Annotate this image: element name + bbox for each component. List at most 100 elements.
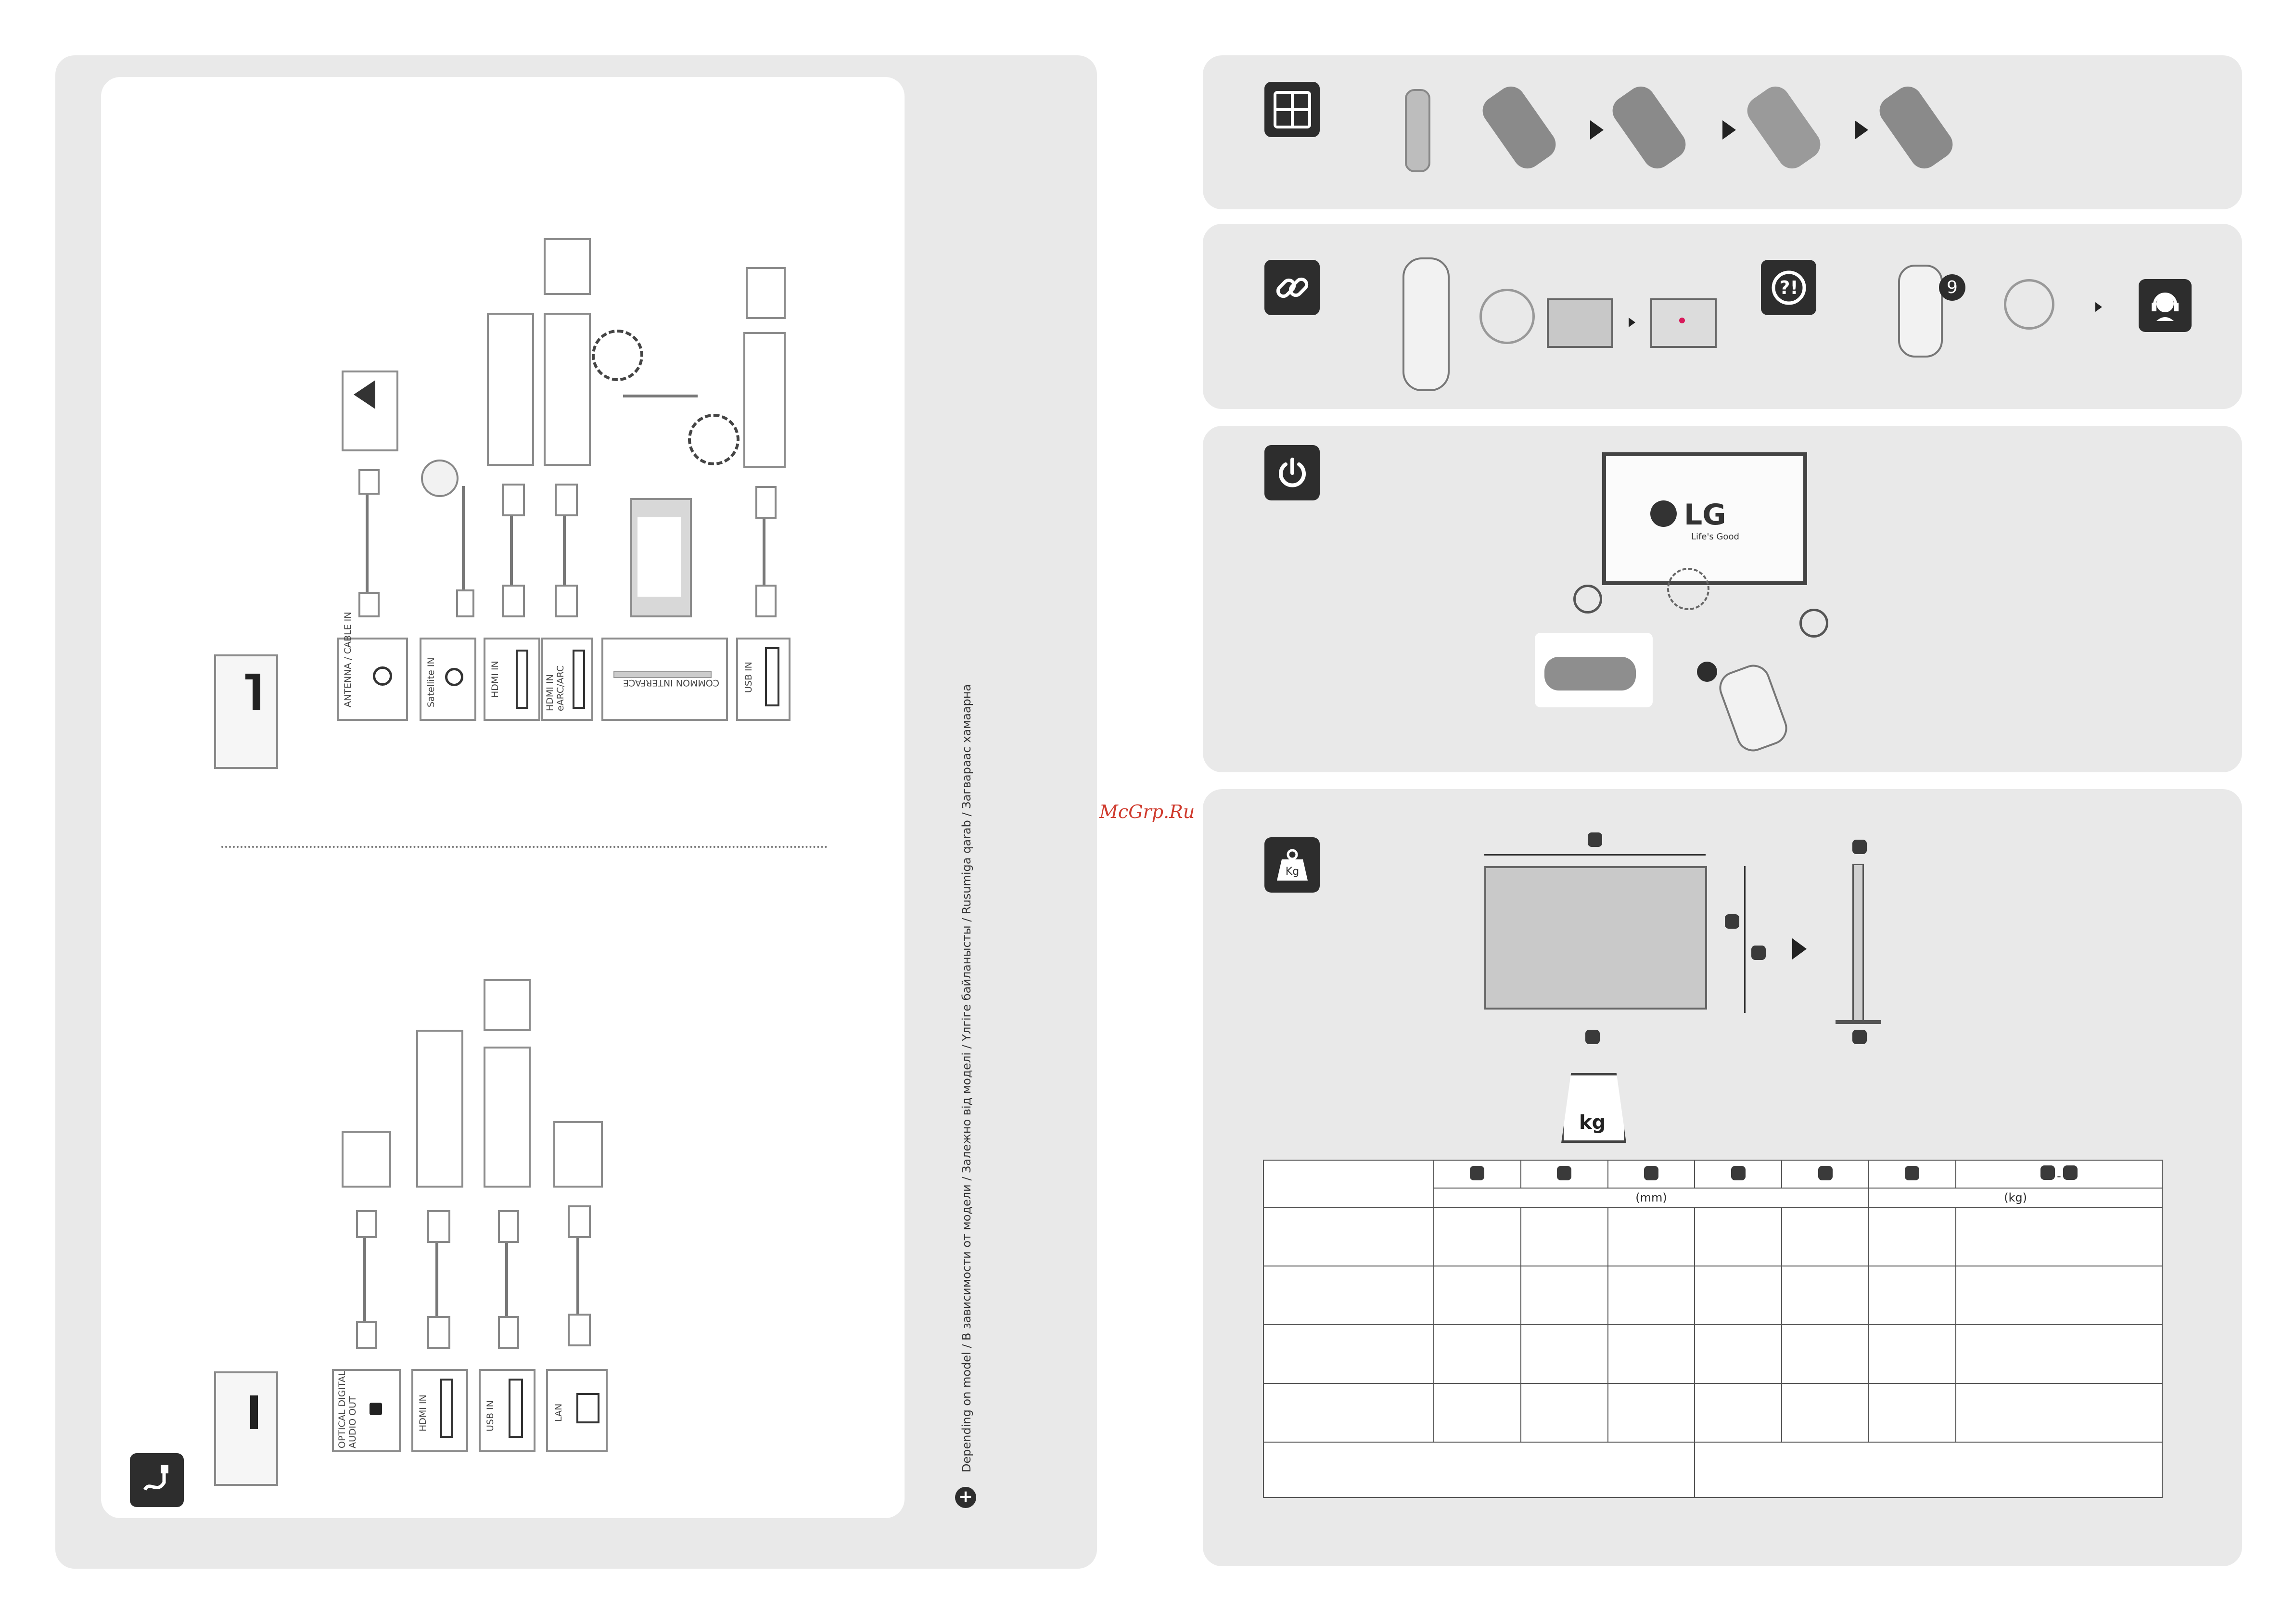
step-arrow-2: [1722, 120, 1736, 140]
weight-range-dash: -: [2057, 1169, 2061, 1183]
lan-plug-top: [568, 1205, 591, 1238]
unit-kg-cell: (kg): [1868, 1188, 2163, 1208]
dimensions-table: - (mm) (kg): [1262, 1160, 2163, 1498]
satellite-port-label: Satellite IN: [426, 657, 436, 707]
bluray-device-bottom: [416, 1030, 463, 1188]
lan-plug-bottom: [568, 1314, 591, 1346]
col-header-depth: [1607, 1160, 1696, 1189]
mute-right-icon: [1799, 609, 1828, 638]
plus-circle-icon: +: [955, 1487, 976, 1508]
table-row: [1263, 1324, 2163, 1384]
hdmi-cable-2: [563, 486, 566, 606]
optical-cable: [363, 1222, 366, 1338]
usb-plug-bottom: [755, 585, 777, 617]
router-device: [553, 1121, 603, 1188]
usb-plug-bottom-top: [498, 1210, 519, 1243]
width-dimension-line: [1484, 854, 1706, 856]
hdmi-earc-port-label: HDMI IN eARC/ARC: [545, 665, 566, 711]
lan-socket-icon: [576, 1393, 599, 1423]
hdmi-cable-1: [510, 486, 513, 606]
lan-cable: [576, 1222, 579, 1338]
optical-plug-bottom: [356, 1321, 377, 1349]
width-marker: [1588, 832, 1602, 847]
external-hdd-device-bottom: [484, 1047, 531, 1188]
stand-depth-marker: [1852, 1030, 1867, 1044]
soundbar-device-bottom: [342, 1131, 391, 1188]
lg-tagline: Life's Good: [1691, 532, 1739, 542]
tv-screen-off: [1547, 298, 1613, 348]
table-footer-row: [1262, 1442, 2163, 1498]
hdmi-slot-icon: [516, 650, 528, 709]
optical-socket-icon: [370, 1403, 382, 1415]
rear-panel-marker-top: [214, 654, 278, 769]
hdmi-plug-bottom-top: [427, 1210, 450, 1243]
usb-port-top: [736, 638, 790, 721]
satellite-plug: [456, 589, 474, 617]
stand-width-marker: [1585, 1030, 1600, 1044]
side-marker-icon: [250, 1395, 258, 1429]
step-arrow-1: [1590, 120, 1604, 140]
usb-slot-bottom-icon: [509, 1379, 523, 1438]
model-dependency-note: Depending on model / В зависимости от мо…: [960, 684, 973, 1472]
col-header-height-stand: [1694, 1160, 1783, 1189]
callout-circle-2: [688, 414, 740, 465]
col-header-weight-range: -: [1955, 1160, 2163, 1189]
usb-drive-device-top: [746, 267, 786, 319]
tv-front-dimension: [1484, 866, 1707, 1010]
i-marker-icon-top: [245, 674, 260, 679]
callout-circle-1: [592, 330, 643, 381]
pairing-panel: [1203, 224, 2242, 409]
power-button-callout: [1667, 568, 1709, 610]
optical-port: [332, 1369, 401, 1452]
antenna-cable: [366, 486, 369, 606]
tv-front: [1602, 452, 1807, 585]
hdmi-slot-bottom-icon: [440, 1379, 453, 1438]
i-marker-icon: [253, 674, 260, 710]
antenna-port-label: ANTENNA / CABLE IN: [343, 612, 353, 707]
antenna-arrow-icon: [354, 380, 375, 409]
common-interface-port: [601, 638, 728, 721]
optical-port-label: OPTICAL DIGITAL AUDIO OUT: [337, 1371, 358, 1448]
magic-remote-pairing: [1402, 257, 1450, 391]
callout-link-line: [623, 395, 698, 397]
hdmi-plug-bottom-bottom: [427, 1316, 450, 1349]
hdmi-port-top: [484, 638, 540, 721]
antenna-plug-top: [358, 469, 380, 495]
mute-left-icon: [1573, 585, 1602, 614]
bluray-device-2: [544, 313, 591, 466]
col-header-height: [1520, 1160, 1608, 1189]
table-row: [1263, 1266, 2163, 1325]
height-marker: [1725, 914, 1739, 929]
usb-port-top-label: USB IN: [743, 662, 754, 693]
height-with-stand-marker: [1751, 946, 1766, 960]
hdmi-plug-1-bottom: [502, 585, 525, 617]
tv-side-stand: [1836, 1020, 1881, 1024]
step-arrow-pairing: [1629, 318, 1635, 327]
hdmi-port-bottom-label: HDMI IN: [418, 1394, 428, 1432]
usb-plug-top: [755, 486, 777, 519]
headset-support-icon: [2139, 279, 2192, 332]
remote-help: [1898, 265, 1943, 358]
hdmi-earc-slot-icon: [573, 650, 585, 709]
ci-slot-icon: [613, 671, 712, 678]
step-arrow-help: [2095, 302, 2102, 312]
satellite-dish-icon: [421, 460, 459, 497]
lg-brand: LG: [1684, 498, 1726, 532]
remote-power-icon: [1697, 662, 1717, 682]
height-dimension-line: [1744, 866, 1746, 1013]
svg-text:Kg: Kg: [1285, 866, 1299, 878]
table-corner-cell: [1263, 1160, 1434, 1208]
table-row: [1263, 1383, 2163, 1443]
pairing-indicator-dot: [1679, 318, 1685, 323]
lg-logo-icon: [1650, 500, 1677, 527]
bluray-device-1: [487, 313, 534, 466]
col-header-weight: [1868, 1160, 1956, 1189]
hdmi-cable-bottom: [435, 1222, 438, 1338]
remote-with-batteries: [1405, 89, 1430, 172]
hdmi-port-top-label: HDMI IN: [490, 661, 500, 698]
usb-drive-device-bottom: [484, 979, 531, 1031]
usb-cable-top: [763, 486, 765, 606]
usb-plug-bottom-bottom: [498, 1316, 519, 1349]
ci-module-window: [638, 517, 681, 597]
